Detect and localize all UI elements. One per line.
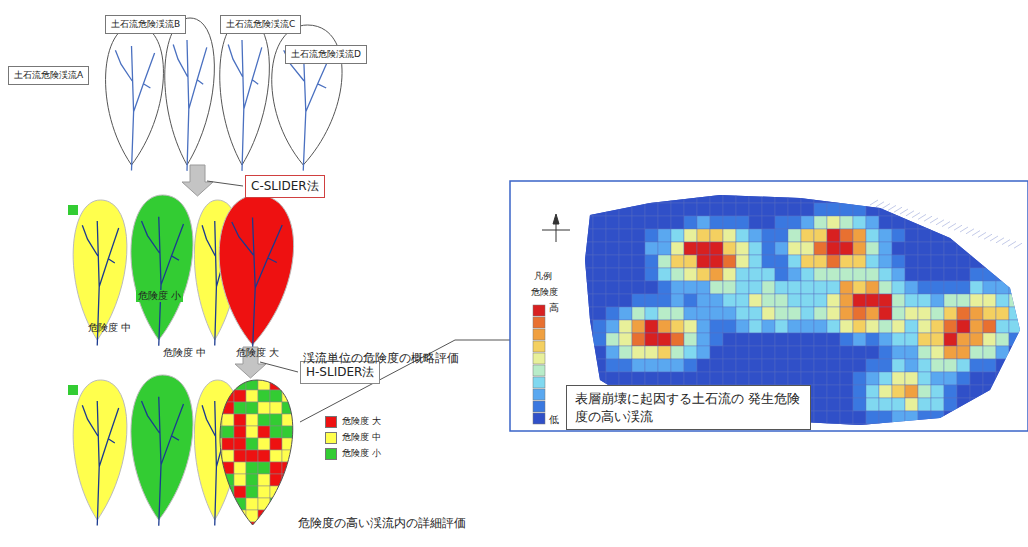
block-arrow [182, 165, 213, 196]
stream-name-box: 土石流危険渓流D [285, 45, 367, 64]
catchment-outline [194, 380, 239, 520]
legend-text: 危険度 小 [342, 447, 381, 460]
text-label: 凡例 [534, 271, 552, 281]
leader-line [260, 362, 298, 372]
node-text: 土石流危険渓流C [226, 18, 295, 31]
node-text: 土石流危険渓流D [291, 48, 361, 61]
stream-line [142, 217, 184, 346]
stream-name-box: 土石流危険渓流A [8, 66, 89, 85]
text-label: 危険度 中 [163, 347, 206, 359]
catchment-outline [131, 195, 193, 340]
node-text: H-SLIDER法 [306, 364, 374, 381]
node-text: 土石流危険渓流B [111, 18, 180, 31]
stream-line [82, 401, 118, 526]
node-text: C-SLIDER法 [251, 178, 319, 195]
stream-line [284, 46, 332, 171]
leader-line [300, 340, 510, 422]
catchment-outline [106, 25, 164, 165]
stream-line [115, 46, 154, 171]
catchment-outline [220, 18, 270, 165]
catchment-outline [219, 195, 293, 345]
marker-square [68, 205, 78, 215]
stream-name-box: 土石流危険渓流C [220, 15, 301, 34]
catchment-outline [165, 18, 215, 165]
legend-swatch [325, 448, 337, 460]
inset-frame [510, 181, 1028, 431]
text-label: 危険度の高い渓流内の詳細評価 [298, 517, 466, 531]
leader-line [207, 181, 243, 186]
text-label: 危険度 小 [136, 290, 183, 302]
text-label: 危険度 [531, 287, 558, 297]
legend-text: 危険度 中 [342, 431, 381, 444]
stream-line [142, 397, 184, 526]
legend-row: 危険度 大 [325, 415, 381, 428]
map-edge-hatch [870, 200, 1022, 248]
node-text: 土石流危険渓流A [14, 69, 83, 82]
color-ramp [533, 305, 545, 424]
catchment-outline [73, 200, 127, 340]
text-label: 高 [549, 302, 559, 314]
legend-text: 危険度 大 [342, 415, 381, 428]
catchment-outline [73, 380, 127, 520]
method-box: C-SLIDER法 [245, 175, 325, 198]
text-label: 低 [549, 414, 559, 426]
marker-square [68, 385, 78, 395]
catchment-outline [131, 375, 193, 520]
text-label: 渓流単位の危険度の概略評価 [303, 352, 459, 366]
node-text: 表層崩壊に起因する土石流の 発生危険度の高い渓流 [575, 390, 802, 425]
legend-row: 危険度 小 [325, 447, 381, 460]
legend-swatch [325, 416, 337, 428]
stream-line [173, 40, 207, 171]
catchment-outline [220, 380, 293, 525]
stream-name-box: 土石流危険渓流B [105, 15, 186, 34]
text-label: 危険度 大 [236, 347, 279, 359]
legend-swatch [325, 432, 337, 444]
grid-cells [210, 378, 306, 534]
north-arrow [542, 214, 570, 242]
legend-row: 危険度 中 [325, 431, 381, 444]
text-label: 危険度 中 [88, 322, 131, 334]
callout-box: 表層崩壊に起因する土石流の 発生危険度の高い渓流 [566, 385, 811, 430]
stream-line [228, 40, 262, 171]
stream-line [232, 218, 282, 352]
